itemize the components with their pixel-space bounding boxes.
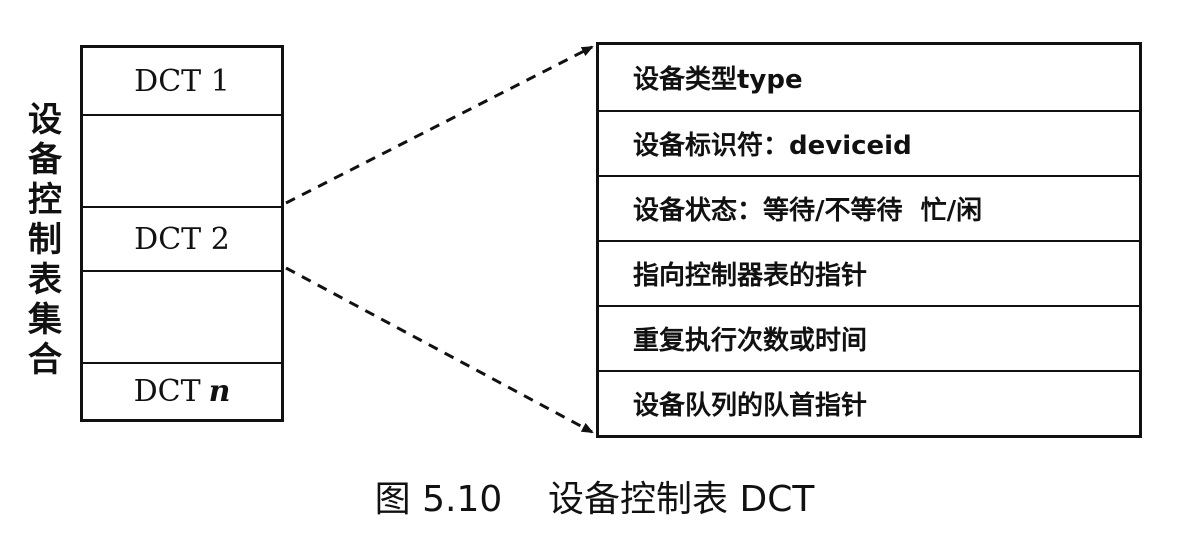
upper-dashed-arrow: [285, 45, 594, 205]
field-text: 指向控制器表的指针: [633, 261, 868, 291]
dct-1-label: DCT 1: [134, 63, 230, 99]
empty-cell: [83, 114, 281, 206]
empty-cell: [83, 270, 281, 362]
collection-label-char: 表: [28, 260, 62, 300]
dct-2-cell: DCT 2: [83, 206, 281, 270]
collection-label-char: 备: [28, 140, 62, 180]
collection-label-char: 集: [28, 300, 62, 340]
field-row-controller-pointer: 指向控制器表的指针: [599, 240, 1139, 305]
collection-label-char: 合: [28, 340, 62, 380]
field-row-type: 设备类型type: [599, 45, 1139, 110]
lower-dashed-arrow: [285, 266, 594, 434]
dct-fields-table: 设备类型type 设备标识符：deviceid 设备状态：等待/不等待 忙/闲 …: [596, 42, 1142, 438]
field-row-deviceid: 设备标识符：deviceid: [599, 110, 1139, 175]
field-row-queue-head: 设备队列的队首指针: [599, 370, 1139, 435]
field-text: 设备状态：等待/不等待 忙/闲: [633, 196, 983, 226]
dct-2-label: DCT 2: [134, 221, 230, 257]
collection-label-char: 控: [28, 180, 62, 220]
field-text: 设备队列的队首指针: [633, 391, 868, 421]
field-row-retry: 重复执行次数或时间: [599, 305, 1139, 370]
collection-label-char: 设: [28, 100, 62, 140]
collection-label: 设 备 控 制 表 集 合: [22, 100, 68, 380]
dct-1-cell: DCT 1: [83, 48, 281, 114]
dct-n-prefix: DCT: [133, 374, 201, 409]
field-text: 设备类型type: [633, 65, 803, 95]
collection-label-char: 制: [28, 220, 62, 260]
field-row-status: 设备状态：等待/不等待 忙/闲: [599, 175, 1139, 240]
dct-n-variable: n: [208, 374, 231, 409]
figure-caption: 图 5.10 设备控制表 DCT: [374, 479, 815, 520]
field-text: 重复执行次数或时间: [633, 326, 868, 356]
field-text: 设备标识符：deviceid: [633, 131, 912, 161]
